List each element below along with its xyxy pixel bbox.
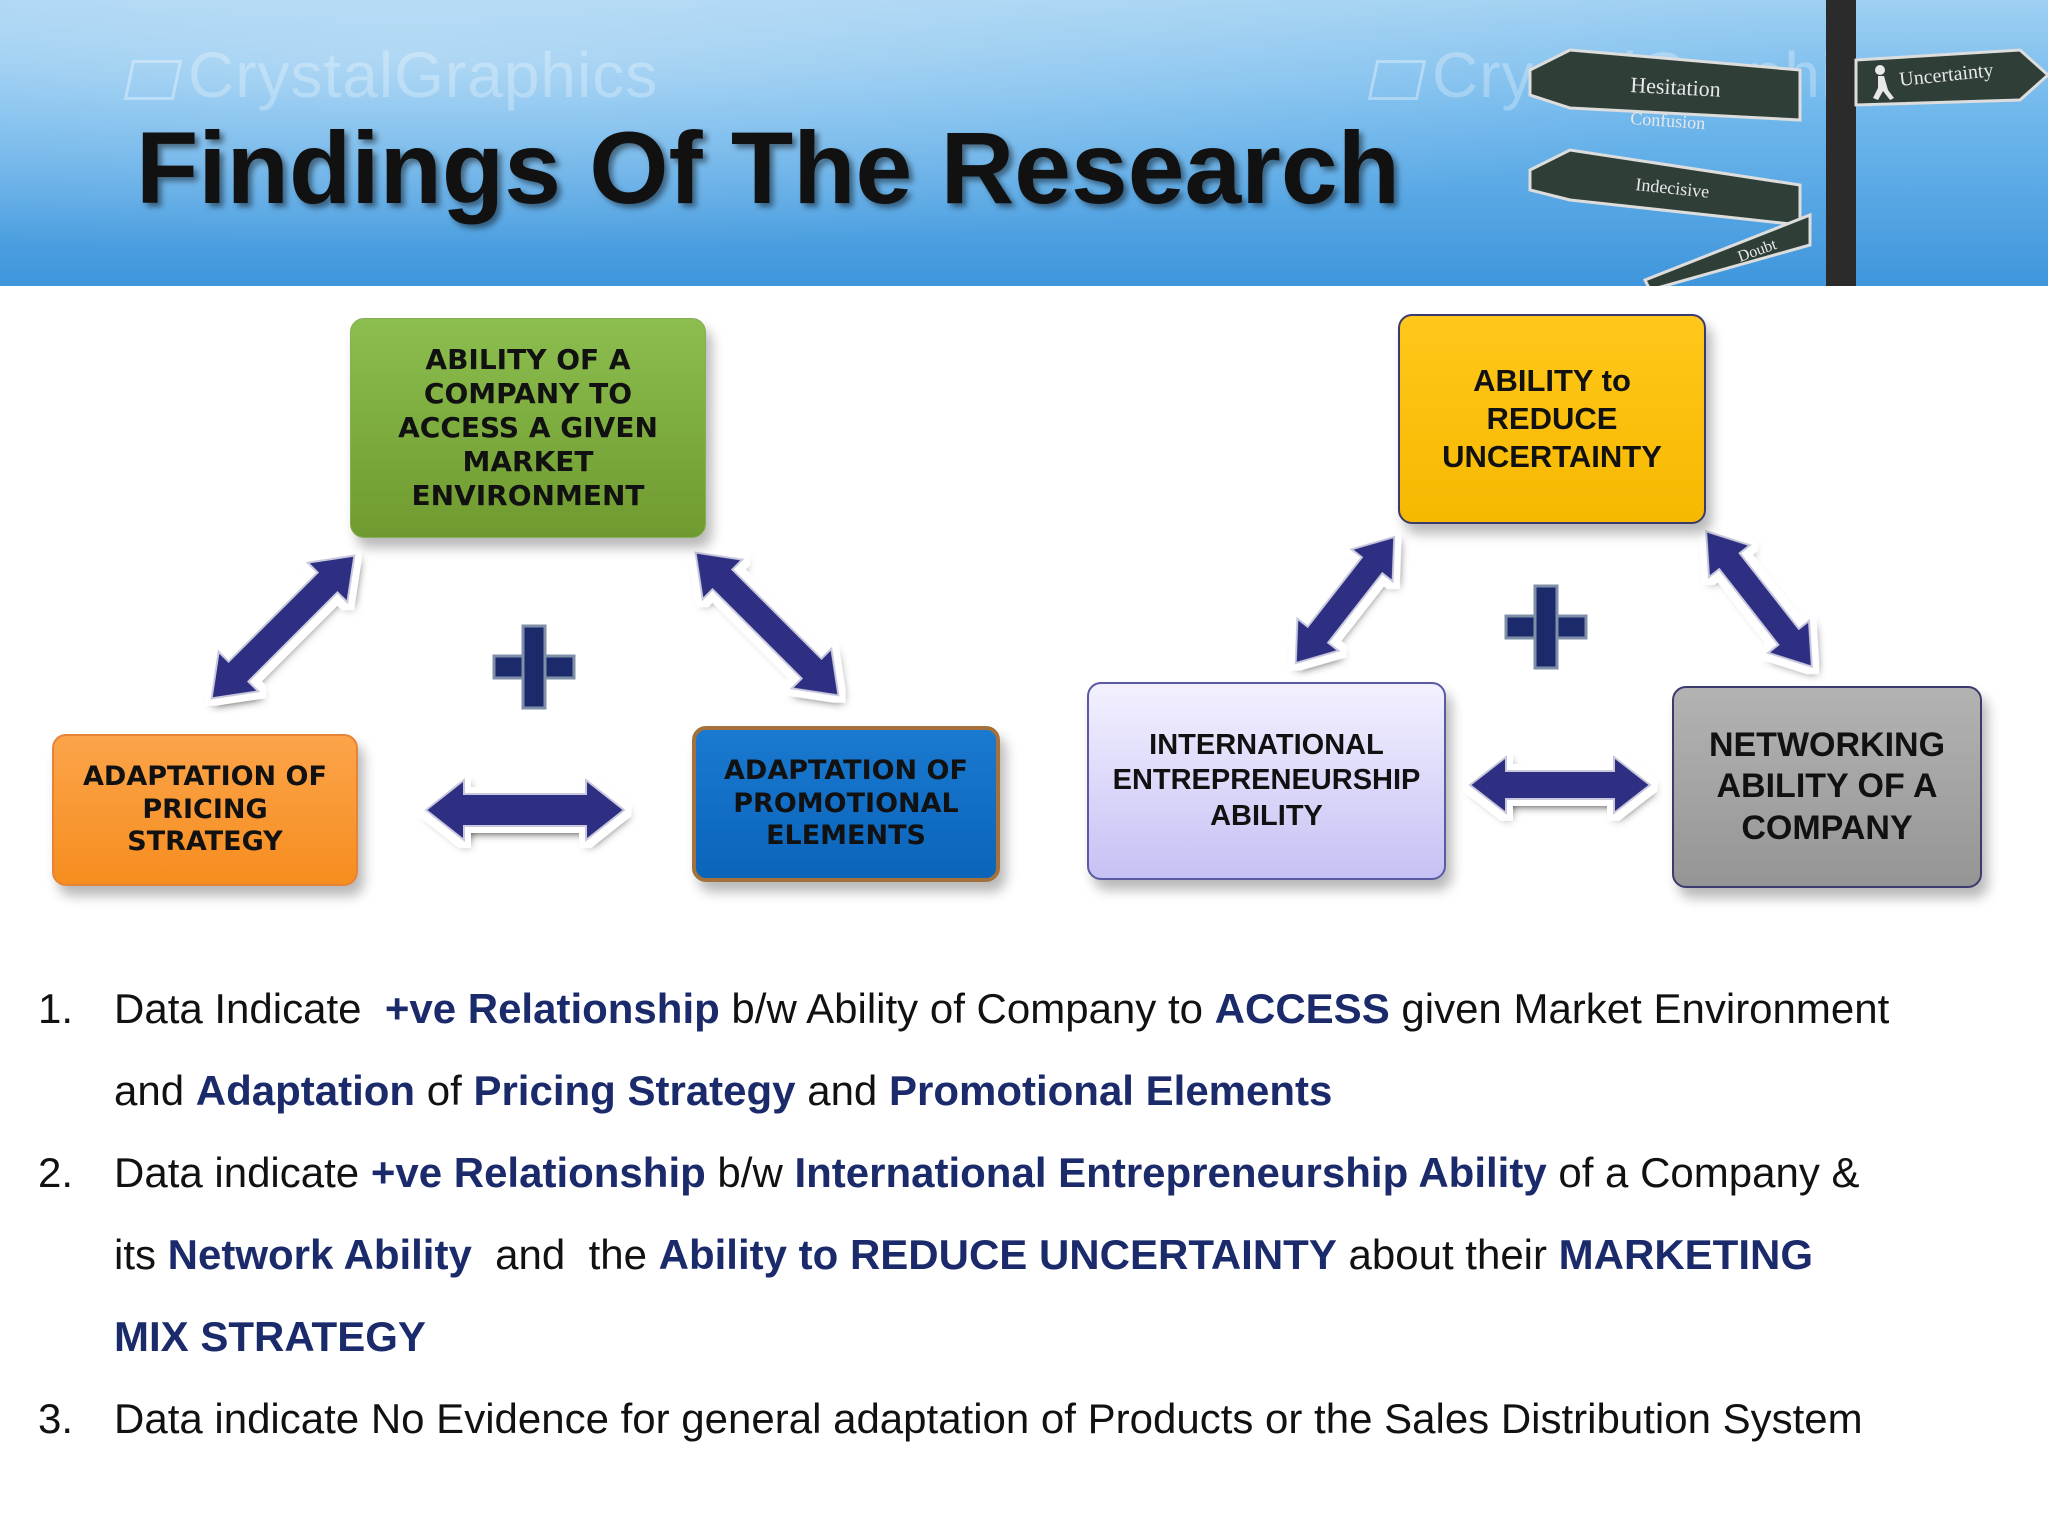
networking-ability-label: NETWORKING ABILITY OF A COMPANY [1708, 725, 1946, 847]
promotional-elements-box: ADAPTATION OF PROMOTIONAL ELEMENTS [692, 726, 1000, 882]
finding-text: of [415, 1067, 474, 1114]
title-banner: CrystalGraphics CrystalGraphics Findings… [0, 0, 2048, 286]
pricing-strategy-box: ADAPTATION OF PRICING STRATEGY [52, 734, 358, 886]
double-arrow-icon [210, 554, 356, 700]
finding-highlight: Adaptation [195, 1067, 416, 1114]
entrepreneurship-ability-box: INTERNATIONAL ENTREPRENEURSHIP ABILITY [1087, 682, 1446, 880]
finding-highlight: Promotional Elements [888, 1067, 1333, 1114]
market-access-label: ABILITY OF A COMPANY TO ACCESS A GIVEN M… [398, 342, 658, 513]
market-access-box: ABILITY OF A COMPANY TO ACCESS A GIVEN M… [350, 318, 706, 538]
banner-sheen [0, 0, 2048, 286]
double-arrow-icon [1468, 754, 1652, 816]
finding-highlight: Network Ability [167, 1231, 472, 1278]
double-arrow-icon [424, 777, 626, 843]
reduce-uncertainty-label: ABILITY to REDUCE UNCERTAINTY [1442, 363, 1662, 474]
double-arrow-icon [1704, 529, 1814, 669]
finding-highlight: +ve Relationship [384, 985, 720, 1032]
finding-number: 1. [38, 985, 74, 1032]
finding-highlight: International Entrepreneurship Ability [794, 1149, 1547, 1196]
finding-text: and [795, 1067, 889, 1114]
finding-text: Data Indicate [114, 985, 385, 1032]
finding-text: Data indicate No Evidence for general ad… [114, 1395, 1863, 1442]
networking-ability-box: NETWORKING ABILITY OF A COMPANY [1672, 686, 1982, 888]
finding-text: b/w [705, 1149, 795, 1196]
sign-doubt: Doubt [1642, 212, 1812, 286]
finding-number: 3. [38, 1395, 74, 1442]
finding-text: of a Company & [1546, 1149, 1860, 1196]
signpost-pole [1826, 0, 1856, 286]
reduce-uncertainty-box: ABILITY to REDUCE UNCERTAINTY [1398, 314, 1706, 524]
plus-icon [1504, 584, 1588, 670]
signpost-illustration: Hesitation Confusion Indecisive Doubt Un… [1528, 0, 2048, 286]
finding-highlight: MIX STRATEGY [114, 1313, 426, 1360]
plus-icon [492, 624, 576, 710]
double-arrow-icon [1294, 535, 1396, 665]
double-arrow-icon [694, 551, 840, 697]
finding-text: Data indicate [114, 1149, 371, 1196]
finding-number: 2. [38, 1149, 74, 1196]
finding-highlight: MARKETING [1558, 1231, 1813, 1278]
sign-uncertainty: Uncertainty [1854, 48, 2048, 107]
finding-item: 2. Data indicate +ve Relationship b/w Int… [0, 1132, 2048, 1378]
finding-text: its [114, 1231, 168, 1278]
finding-text: given Market Environment [1389, 985, 1890, 1032]
entrepreneurship-ability-label: INTERNATIONAL ENTREPRENEURSHIP ABILITY [1112, 728, 1421, 832]
pricing-strategy-label: ADAPTATION OF PRICING STRATEGY [83, 760, 327, 858]
finding-item: 1. Data Indicate +ve Relationship b/w Abi… [0, 968, 2048, 1132]
finding-highlight: Pricing Strategy [473, 1067, 796, 1114]
finding-highlight: +ve Relationship [370, 1149, 706, 1196]
promotional-elements-label: ADAPTATION OF PROMOTIONAL ELEMENTS [724, 754, 968, 852]
finding-text: and the [471, 1231, 659, 1278]
finding-text: and [114, 1067, 196, 1114]
findings-list: 1. Data Indicate +ve Relationship b/w Abi… [0, 968, 2048, 1460]
finding-item: 3. Data indicate No Evidence for general … [0, 1378, 2048, 1460]
finding-text: b/w Ability of Company to [719, 985, 1215, 1032]
finding-highlight: ACCESS [1214, 985, 1390, 1032]
finding-text: about their [1336, 1231, 1559, 1278]
sign-hesitation-label: Hesitation [1630, 72, 1722, 102]
finding-highlight: Ability to REDUCE UNCERTAINTY [658, 1231, 1337, 1278]
walking-person-icon [1873, 65, 1894, 100]
watermark-left: CrystalGraphics [123, 38, 658, 112]
page-title: Findings Of The Research [136, 111, 1400, 225]
